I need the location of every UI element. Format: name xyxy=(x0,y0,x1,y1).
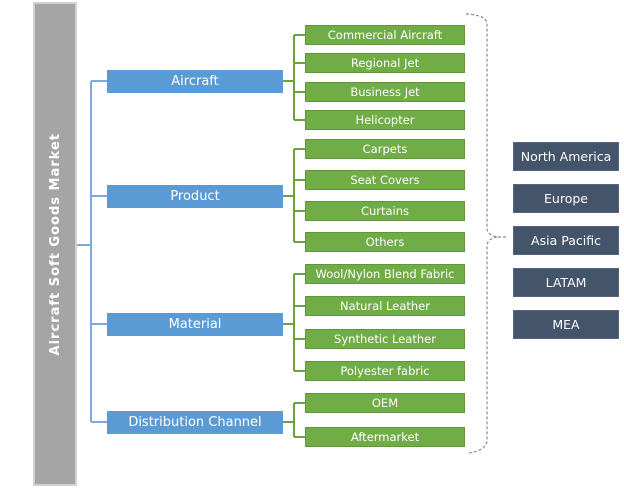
region-box-asia-pacific: Asia Pacific xyxy=(513,226,619,255)
segment-box-aftermarket: Aftermarket xyxy=(305,427,465,447)
connector-green-group-material xyxy=(283,273,305,372)
segment-box-oem: OEM xyxy=(305,393,465,413)
connector-green-group-distribution xyxy=(283,402,305,438)
segment-box-regional-jet: Regional Jet xyxy=(305,53,465,73)
segment-box-wool-nylon-blend-fabric: Wool/Nylon Blend Fabric xyxy=(305,264,465,284)
segment-box-curtains: Curtains xyxy=(305,201,465,221)
brace-dashed xyxy=(465,13,506,454)
market-title: Aircraft Soft Goods Market xyxy=(47,132,63,356)
segment-box-business-jet: Business Jet xyxy=(305,82,465,102)
category-box-distribution-channel: Distribution Channel xyxy=(107,411,283,434)
region-box-latam: LATAM xyxy=(513,268,619,297)
segment-box-synthetic-leather: Synthetic Leather xyxy=(305,329,465,349)
segment-box-natural-leather: Natural Leather xyxy=(305,296,465,316)
segment-box-polyester-fabric: Polyester fabric xyxy=(305,361,465,381)
segment-box-seat-covers: Seat Covers xyxy=(305,170,465,190)
segment-box-carpets: Carpets xyxy=(305,139,465,159)
region-box-mea: MEA xyxy=(513,310,619,339)
category-box-product: Product xyxy=(107,185,283,208)
segment-box-commercial-aircraft: Commercial Aircraft xyxy=(305,25,465,45)
connector-green-group-product xyxy=(283,148,305,243)
category-box-material: Material xyxy=(107,313,283,336)
segment-box-helicopter: Helicopter xyxy=(305,110,465,130)
segment-box-others: Others xyxy=(305,232,465,252)
market-title-bar: Aircraft Soft Goods Market xyxy=(33,2,77,486)
connector-green-group-aircraft xyxy=(283,34,305,121)
region-box-north-america: North America xyxy=(513,142,619,171)
category-box-aircraft: Aircraft xyxy=(107,70,283,93)
connector-blue-tree xyxy=(77,80,107,423)
region-box-europe: Europe xyxy=(513,184,619,213)
